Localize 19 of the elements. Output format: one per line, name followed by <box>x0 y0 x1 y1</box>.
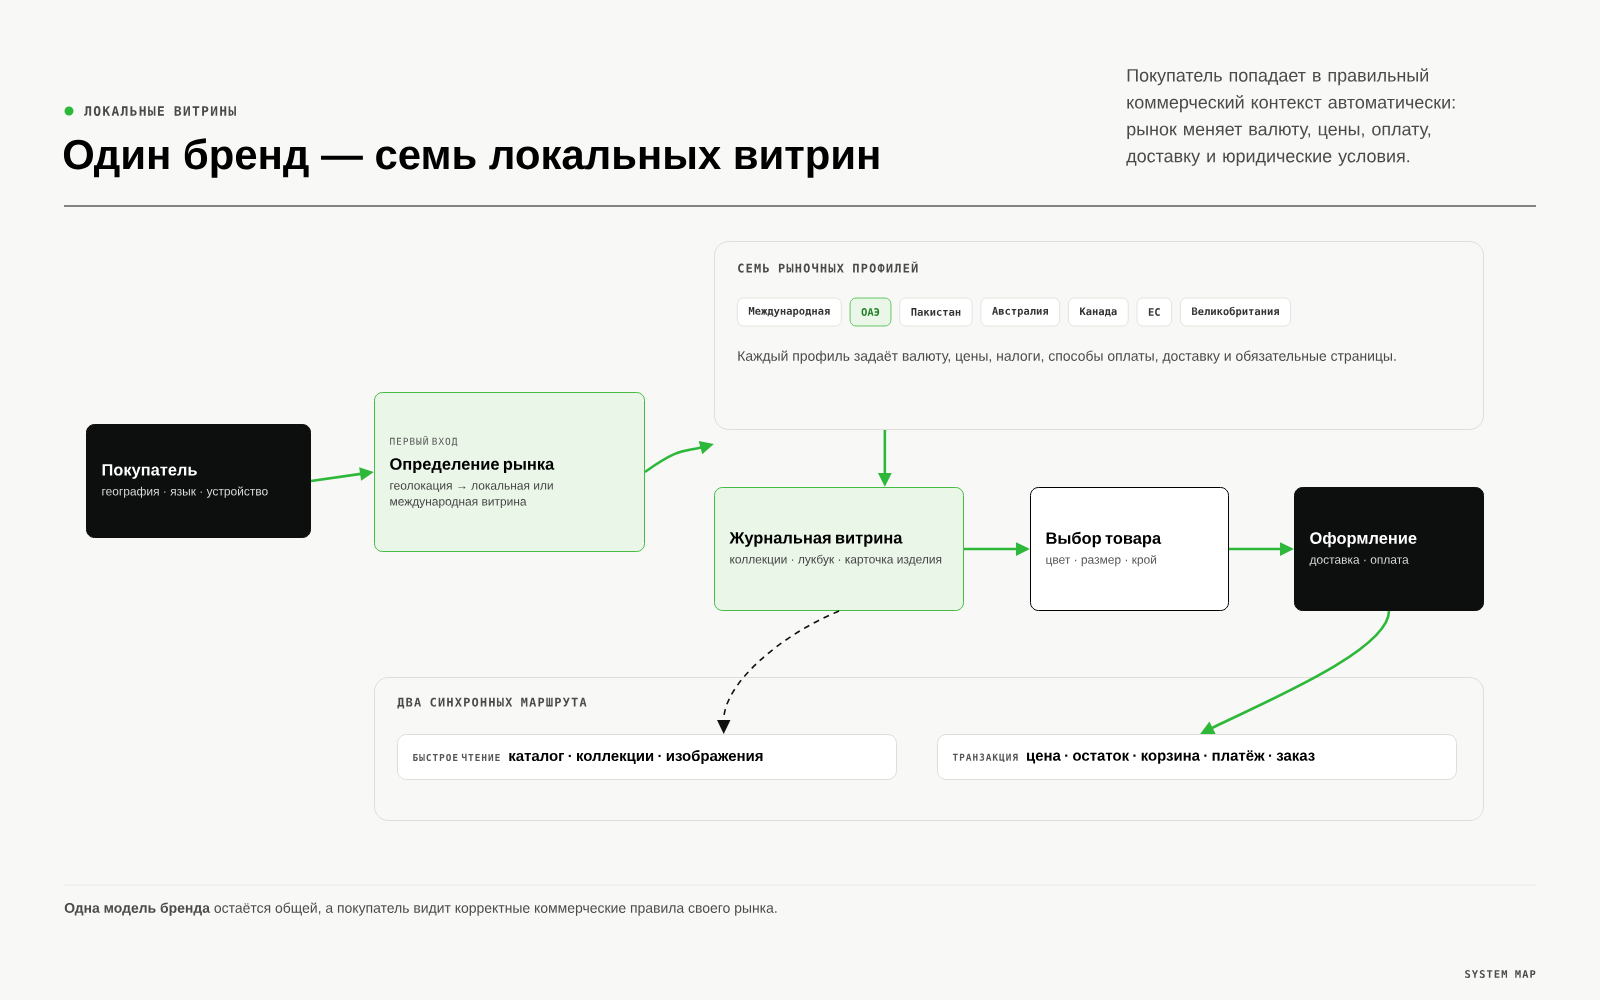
market-chip: ЕС <box>1136 297 1172 327</box>
title: Один бренд — семь локальных витрин <box>63 138 879 178</box>
market-chip: Пакистан <box>899 297 973 327</box>
market-chip: ОАЭ <box>849 297 892 327</box>
intro-text: Покупатель попадает в правильный коммерческий контекст автоматически: рынок меняет валюту, цены, оплату, доставку и юридические условия. <box>1126 68 1455 166</box>
header-label: ЛОКАЛЬНЫЕ ВИТРИНЫ <box>84 106 236 116</box>
route-box: БЫСТРОЕ ЧТЕНИЕ каталог · коллекции · изображения <box>397 734 897 780</box>
market-chip: Великобритания <box>1180 297 1291 327</box>
highlight-box: ПЕРВЫЙ ВХОД Определение рынка геолокация → локальная или международная витрина <box>374 392 645 552</box>
process-box: Выбор товара цвет · размер · крой <box>1030 487 1229 611</box>
footer-label: SYSTEM MAP <box>1465 970 1536 978</box>
caption: Одна модель бренда остаётся общей, а покупатель видит корректные коммерческие правила своего рынка. <box>64 902 777 916</box>
market-chip: Канада <box>1068 297 1129 327</box>
route-box: ТРАНЗАКЦИЯ цена · остаток · корзина · платёж · заказ <box>937 734 1457 780</box>
highlight-box: Журнальная витрина коллекции · лукбук · карточка изделия <box>714 487 964 611</box>
market-chip: Международная <box>737 297 842 327</box>
process-box: Покупатель география · язык · устройство <box>86 424 311 538</box>
market-chip: Австралия <box>980 297 1061 327</box>
process-box: Оформление доставка · оплата <box>1294 487 1484 611</box>
